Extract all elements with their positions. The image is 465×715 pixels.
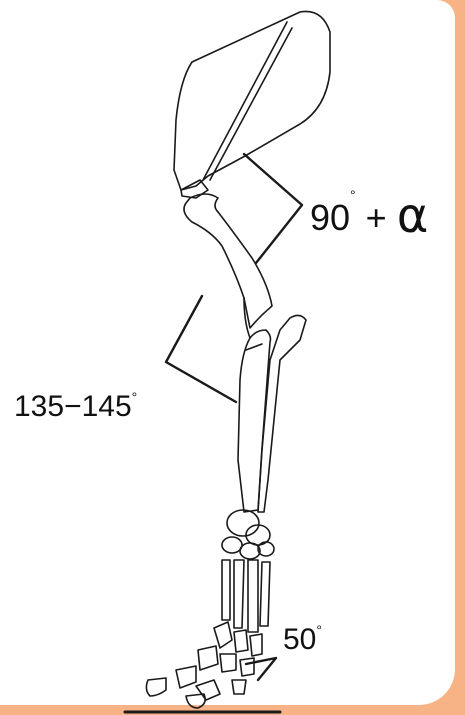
angle-label-fetlock: 50° (283, 625, 322, 655)
carpal-bones (222, 510, 274, 559)
metacarpal-bones (222, 560, 270, 632)
angle-label-elbow: 135−145° (14, 392, 137, 422)
angle-marker-elbow (166, 296, 236, 402)
angle-label-shoulder: 90° + α (310, 190, 428, 238)
scapula-bone (174, 11, 330, 198)
forearm-bones (238, 315, 306, 512)
angle-marker-shoulder (244, 154, 302, 263)
humerus-bone (184, 194, 272, 338)
angle-marker-fetlock (246, 658, 276, 680)
phalanx-bones (146, 622, 262, 708)
